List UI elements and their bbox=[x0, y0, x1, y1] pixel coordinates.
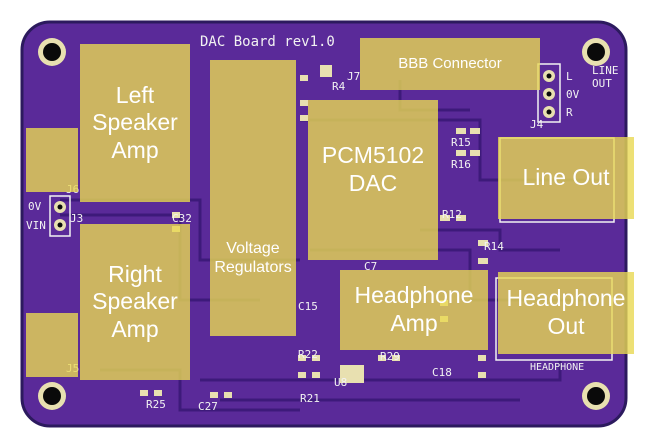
silk-j3: J3 bbox=[70, 212, 84, 225]
region-right-speaker-connector bbox=[26, 313, 78, 377]
silk-r15: R15 bbox=[451, 136, 471, 149]
silk-r: R bbox=[566, 106, 573, 119]
mounting-holes bbox=[38, 38, 610, 410]
smd-pads bbox=[140, 65, 488, 398]
silk-r12: R12 bbox=[442, 208, 462, 221]
board-title: DAC Board rev1.0 bbox=[200, 34, 335, 50]
region-headphone-amp: Headphone Amp bbox=[340, 270, 488, 350]
silk-r21: R21 bbox=[300, 392, 320, 405]
j3-connector bbox=[49, 195, 71, 237]
silk-j4: J4 bbox=[530, 118, 544, 131]
silk-0v-right: 0V bbox=[566, 88, 580, 101]
silk-r29: R29 bbox=[380, 350, 400, 363]
silk-c27: C27 bbox=[198, 400, 218, 413]
region-right-speaker-amp: Right Speaker Amp bbox=[80, 224, 190, 380]
silk-l: L bbox=[566, 70, 573, 83]
region-headphone-out: Headphone Out bbox=[498, 272, 634, 354]
j4-connector bbox=[537, 63, 561, 123]
silk-c7: C7 bbox=[364, 260, 378, 273]
region-line-out: Line Out bbox=[498, 137, 634, 219]
silk-vin-left: VIN bbox=[26, 219, 46, 232]
silk-headphone: HEADPHONE bbox=[530, 362, 585, 373]
silk-c32: C32 bbox=[172, 212, 192, 225]
silk-r16: R16 bbox=[451, 158, 471, 171]
silk-line-out: LINE OUT bbox=[592, 64, 619, 91]
silk-c15: C15 bbox=[298, 300, 318, 313]
silk-u8: U8 bbox=[334, 376, 348, 389]
silk-j7: J7 bbox=[347, 70, 361, 83]
region-left-speaker-connector bbox=[26, 128, 78, 192]
silk-r25: R25 bbox=[146, 398, 166, 411]
silk-c18: C18 bbox=[432, 366, 452, 379]
silk-r14: R14 bbox=[484, 240, 504, 253]
region-bbb-connector: BBB Connector bbox=[360, 38, 540, 90]
silk-0v-left: 0V bbox=[28, 200, 42, 213]
silk-r22: R22 bbox=[298, 348, 318, 361]
region-left-speaker-amp: Left Speaker Amp bbox=[80, 44, 190, 202]
silk-r-top: R4 bbox=[332, 80, 346, 93]
region-voltage-regulators: Voltage Regulators bbox=[210, 60, 296, 336]
region-pcm5102-dac: PCM5102 DAC bbox=[308, 100, 438, 260]
